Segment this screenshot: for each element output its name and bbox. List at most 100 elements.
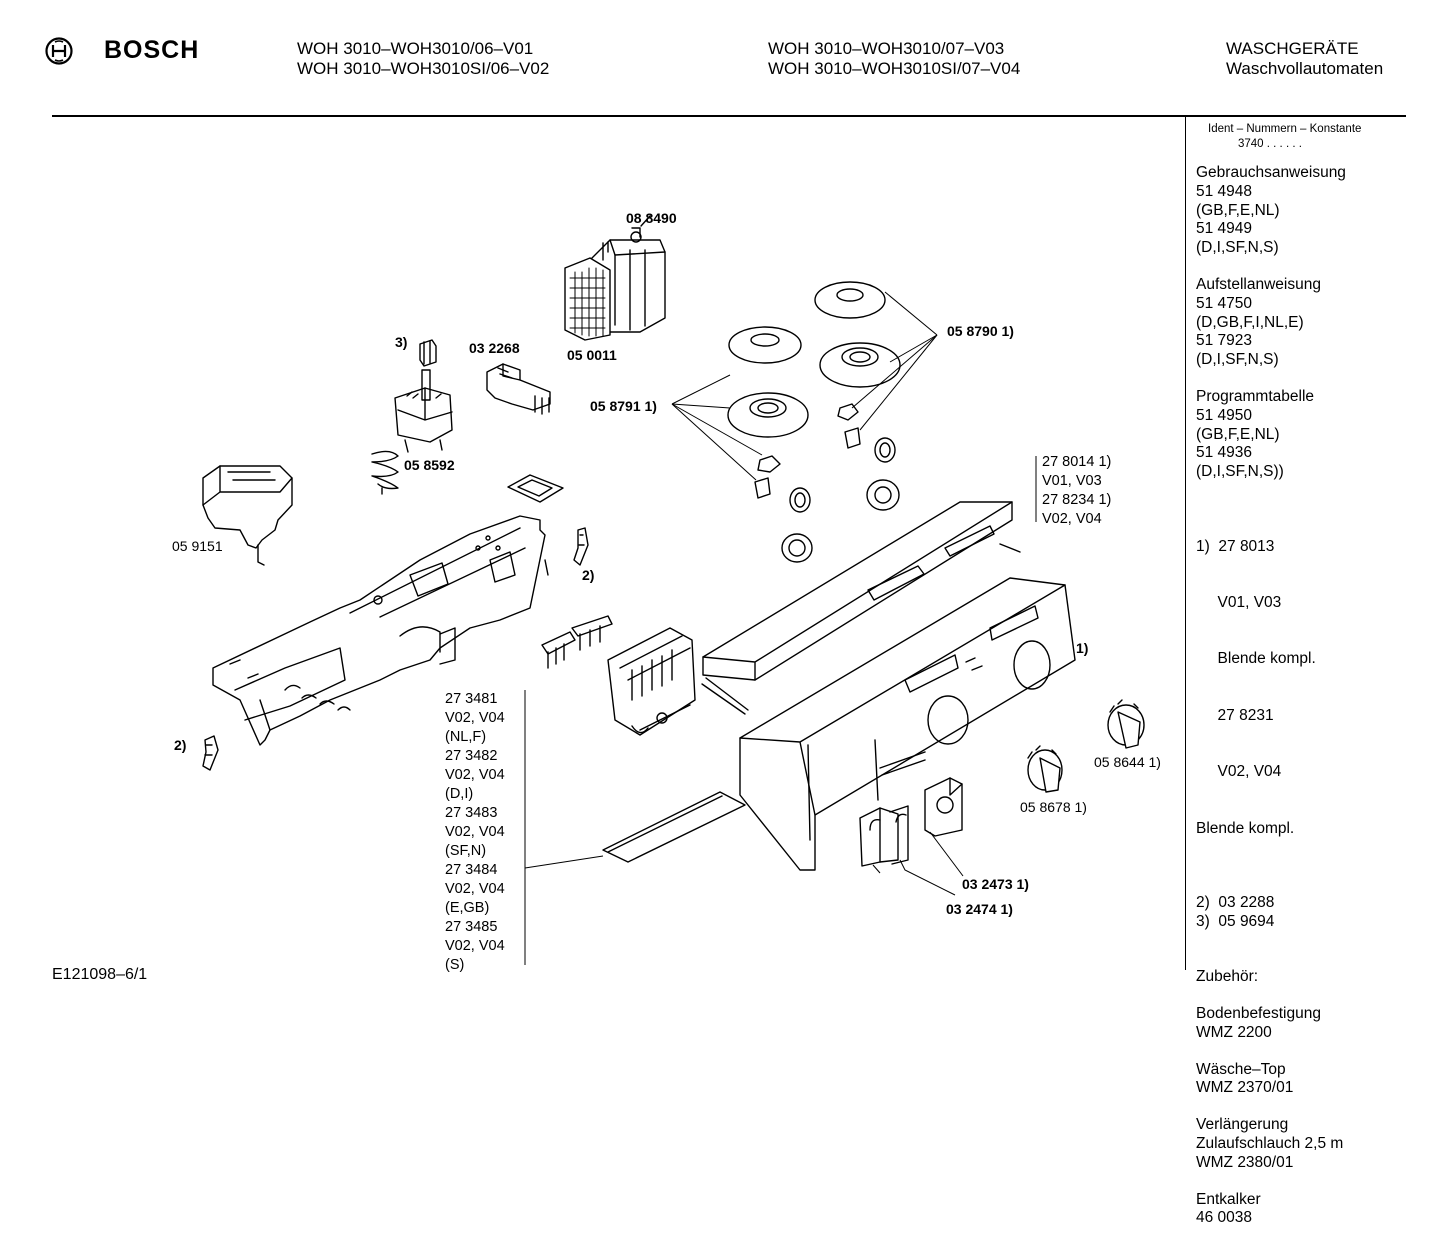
part-label-050011: 05 0011 <box>567 347 617 363</box>
programmer-unit-drawing <box>564 215 666 341</box>
header-rule <box>52 115 1406 117</box>
variant-line: V02, V04 <box>445 710 505 726</box>
category-title: WASCHGERÄTE <box>1226 39 1359 58</box>
sidebar-divider <box>1185 117 1186 970</box>
small-sleeve-drawing <box>419 339 437 367</box>
info-line: 27 8231 <box>1196 706 1274 724</box>
ident-block: Ident – Nummern – Konstante 3740 . . . .… <box>1208 122 1361 152</box>
category-subtitle: Waschvollautomaten <box>1226 59 1384 78</box>
info-line: Aufstellanweisung <box>1196 275 1321 293</box>
info-line: 3) 05 9694 <box>1196 912 1275 930</box>
info-line: Bodenbefestigung <box>1196 1005 1321 1023</box>
category-block: WASCHGERÄTE Waschvollautomaten <box>1226 39 1383 79</box>
knob-bushings-drawing <box>754 403 900 563</box>
document-number: E121098–6/1 <box>52 966 148 983</box>
part-label-058791: 05 8791 1) <box>590 398 657 414</box>
variant-line: (NL,F) <box>445 729 487 745</box>
info-line: Verlängerung <box>1196 1116 1289 1134</box>
variant-line: V02, V04 <box>445 881 505 897</box>
blende-variant-list: 27 8014 1) V01, V03 27 8234 1) V02, V04 <box>1042 453 1111 529</box>
info-line: (D,I,SF,N,S) <box>1196 351 1279 369</box>
variant-line: V02, V04 <box>445 767 505 783</box>
info-line: 51 4950 <box>1196 406 1253 424</box>
info-line: (GB,F,E,NL) <box>1196 425 1280 443</box>
info-block-gebrauchsanweisung: Gebrauchsanweisung 51 4948 (GB,F,E,NL) 5… <box>1196 164 1436 258</box>
frame-cover-drawing <box>507 474 564 503</box>
variant-line: (D,I) <box>445 786 474 802</box>
variant-line: V01, V03 <box>1042 473 1102 489</box>
variant-line: 27 3481 <box>445 691 498 707</box>
variant-line: 27 3484 <box>445 862 498 878</box>
push-buttons-drawing <box>859 777 963 867</box>
info-block-footnotes-2-3: 2) 03 2288 3) 05 9694 <box>1196 894 1436 932</box>
info-line: 2) 03 2288 <box>1196 893 1275 911</box>
dial-knob-right-drawing <box>1107 699 1145 749</box>
info-line: 51 4936 <box>1196 444 1253 462</box>
part-label-032473: 03 2473 1) <box>962 876 1029 892</box>
part-label-032474: 03 2474 1) <box>946 901 1013 917</box>
variant-line: V02, V04 <box>445 938 505 954</box>
display-panel-drawing <box>702 501 1021 681</box>
part-label-footnote-1: 1) <box>1076 640 1089 656</box>
part-label-footnote-3: 3) <box>395 334 408 350</box>
info-line: Blende kompl. <box>1196 650 1316 668</box>
info-line: Entkalker <box>1196 1190 1261 1208</box>
info-block-verlaengerung: Verlängerung Zulaufschlauch 2,5 m WMZ 23… <box>1196 1116 1436 1172</box>
part-label-footnote-2-lower: 2) <box>174 737 187 753</box>
knob-discs-drawing <box>727 281 901 438</box>
info-line: WMZ 2380/01 <box>1196 1153 1294 1171</box>
info-block-footnote-1: 1) 27 8013 V01, V03 Blende kompl. 27 823… <box>1196 500 1436 876</box>
model-list-col2: WOH 3010–WOH3010/07–V03 WOH 3010–WOH3010… <box>768 39 1020 79</box>
info-line: Wäsche–Top <box>1196 1060 1286 1078</box>
relay-box-drawing <box>202 465 293 566</box>
info-line: V01, V03 <box>1196 593 1282 611</box>
variant-line: (E,GB) <box>445 900 490 916</box>
part-label-058790: 05 8790 1) <box>947 323 1014 339</box>
model-line: WOH 3010–WOH3010/07–V03 <box>768 39 1005 58</box>
info-block-zubehoer: Zubehör: <box>1196 949 1436 987</box>
variant-line: V02, V04 <box>1042 511 1102 527</box>
info-line: V02, V04 <box>1196 763 1282 781</box>
sidebar-info: Gebrauchsanweisung 51 4948 (GB,F,E,NL) 5… <box>1196 164 1436 1246</box>
part-label-088490: 08 8490 <box>626 210 677 226</box>
variant-line: 27 3485 <box>445 919 498 935</box>
switch-drawing <box>486 363 551 415</box>
info-line: Zulaufschlauch 2,5 m <box>1196 1135 1344 1153</box>
leader-lines <box>524 291 1037 965</box>
variant-line: 27 3482 <box>445 748 498 764</box>
part-label-058592: 05 8592 <box>404 457 455 473</box>
info-block-aufstellanweisung: Aufstellanweisung 51 4750 (D,GB,F,I,NL,E… <box>1196 276 1436 370</box>
exploded-parts-drawing <box>202 215 1145 965</box>
info-block-bodenbefestigung: Bodenbefestigung WMZ 2200 <box>1196 1005 1436 1043</box>
info-line: WMZ 2200 <box>1196 1023 1272 1041</box>
terminal-block-drawing <box>607 627 696 736</box>
connector-strips-drawing <box>541 615 613 669</box>
model-list-col1: WOH 3010–WOH3010/06–V01 WOH 3010–WOH3010… <box>297 39 549 79</box>
info-line: 51 4750 <box>1196 294 1253 312</box>
ident-title: Ident – Nummern – Konstante <box>1208 123 1362 135</box>
info-line: Zubehör: <box>1196 968 1259 986</box>
info-line: (D,GB,F,I,NL,E) <box>1196 313 1304 331</box>
variant-line: 27 8234 1) <box>1042 492 1112 508</box>
info-line: WMZ 2370/01 <box>1196 1079 1294 1097</box>
part-label-059151: 05 9151 <box>172 538 223 554</box>
ident-value: 3740 . . . . . . <box>1238 138 1302 150</box>
info-line: 51 4948 <box>1196 182 1253 200</box>
part-label-058678: 05 8678 1) <box>1020 799 1087 815</box>
info-line: 46 0038 <box>1196 1209 1253 1227</box>
info-line: (GB,F,E,NL) <box>1196 201 1280 219</box>
part-label-032268: 03 2268 <box>469 340 520 356</box>
model-line: WOH 3010–WOH3010/06–V01 <box>297 39 534 58</box>
bosch-logo-icon <box>44 36 74 66</box>
film-variant-list: 27 3481 V02, V04 (NL,F) 27 3482 V02, V04… <box>445 690 505 975</box>
variant-line: (SF,N) <box>445 843 487 859</box>
info-block-entkalker: Entkalker 46 0038 <box>1196 1191 1436 1229</box>
rod-drawing <box>701 677 749 715</box>
info-line: 1) 27 8013 <box>1196 537 1275 555</box>
info-line: 51 4949 <box>1196 220 1253 238</box>
info-line: (D,I,SF,N,S)) <box>1196 463 1284 481</box>
part-label-footnote-2-upper: 2) <box>582 567 595 583</box>
info-line: (D,I,SF,N,S) <box>1196 239 1279 257</box>
brand-name: BOSCH <box>104 36 200 64</box>
dial-knob-left-drawing <box>1027 745 1063 793</box>
